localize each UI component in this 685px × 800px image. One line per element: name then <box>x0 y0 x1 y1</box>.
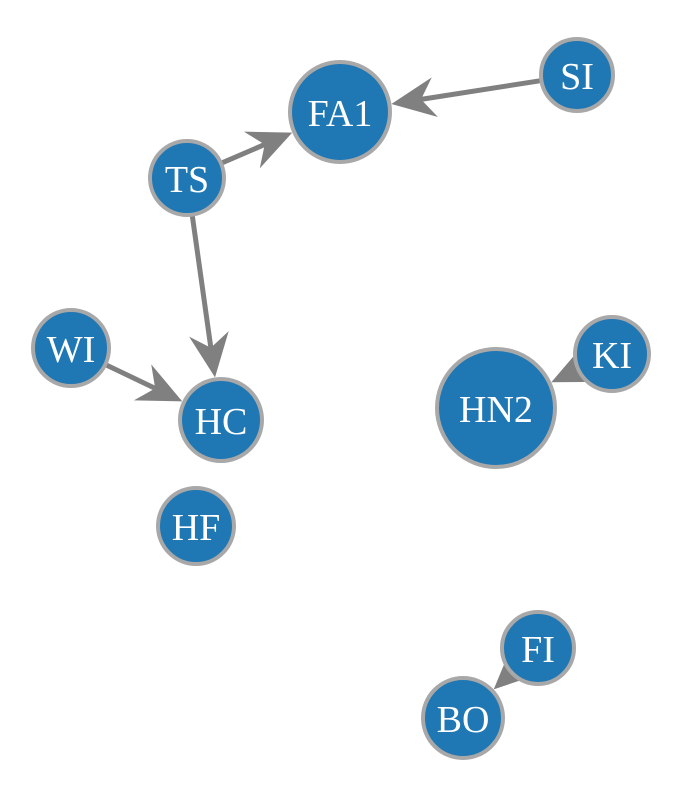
node-label: KI <box>592 335 632 377</box>
node-circle[interactable] <box>178 377 264 463</box>
edge-si-to-fa1 <box>420 78 542 102</box>
node-ki[interactable]: KI <box>573 315 651 393</box>
arrowhead-icon <box>493 644 540 690</box>
edge-wi-to-hc <box>104 362 157 391</box>
node-bo[interactable]: BO <box>421 676 505 760</box>
arrowhead-icon <box>243 131 293 169</box>
node-fa1[interactable]: FA1 <box>288 60 392 164</box>
node-label: HC <box>195 401 248 443</box>
arrowhead-icon <box>391 77 438 117</box>
node-circle[interactable] <box>31 308 111 388</box>
arrowhead-icon <box>189 331 229 378</box>
node-label: TS <box>165 159 209 201</box>
node-circle[interactable] <box>148 139 226 217</box>
node-circle[interactable] <box>500 610 576 686</box>
node-circle[interactable] <box>435 347 557 469</box>
node-fi[interactable]: FI <box>500 610 576 686</box>
node-circle[interactable] <box>288 60 392 164</box>
arrowhead-icon <box>133 364 183 402</box>
edge-ts-to-fa1 <box>219 142 266 166</box>
node-circle[interactable] <box>156 486 236 566</box>
node-circle[interactable] <box>539 37 615 113</box>
node-hn2[interactable]: HN2 <box>435 347 557 469</box>
node-hc[interactable]: HC <box>178 377 264 463</box>
node-label: HN2 <box>459 389 533 431</box>
node-label: SI <box>560 56 594 98</box>
node-label: HF <box>172 507 221 549</box>
node-circle[interactable] <box>421 676 505 760</box>
node-label: BO <box>437 699 490 741</box>
node-wi[interactable]: WI <box>31 308 111 388</box>
node-hf[interactable]: HF <box>156 486 236 566</box>
edge-ts-to-hc <box>189 214 214 349</box>
node-ts[interactable]: TS <box>148 139 226 217</box>
node-circle[interactable] <box>573 315 651 393</box>
node-label: FI <box>521 629 555 671</box>
node-label: FA1 <box>308 93 373 135</box>
node-si[interactable]: SI <box>539 37 615 113</box>
node-label: WI <box>47 329 96 371</box>
